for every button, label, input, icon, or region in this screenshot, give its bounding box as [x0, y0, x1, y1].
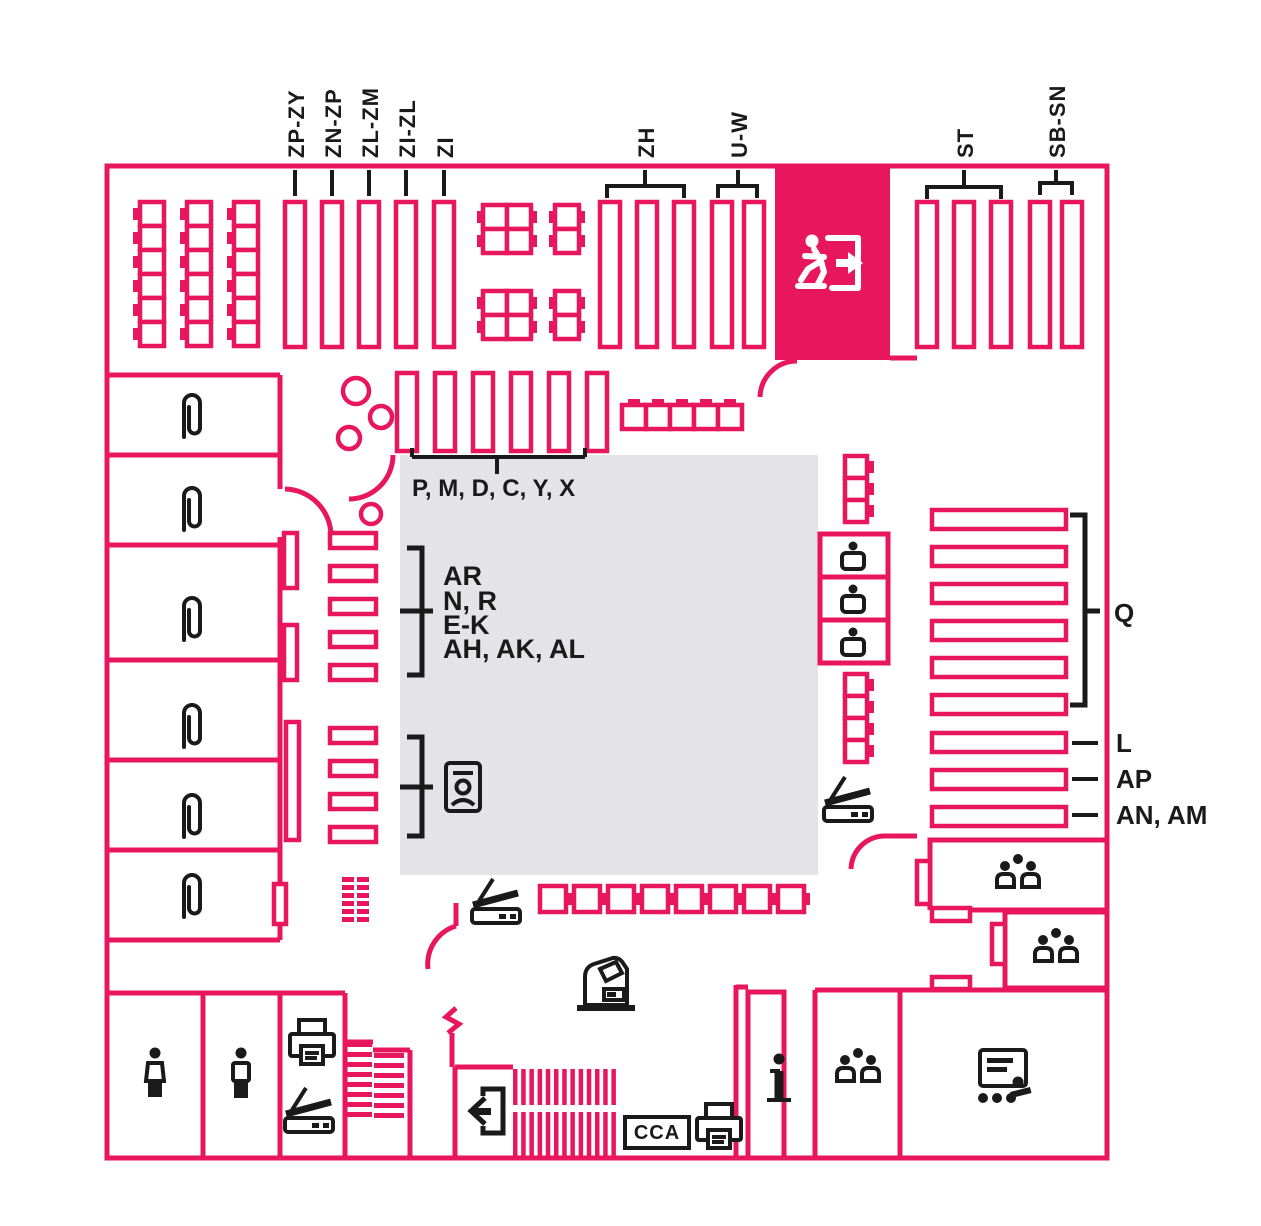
stack-label-ar: AR	[443, 561, 482, 591]
study-person-icon	[840, 625, 866, 657]
front-shelf-row: P, M, D, C, Y, X	[394, 370, 610, 502]
copy-station: CCA	[623, 1102, 743, 1150]
stack-label-ah-ak-al: AH, AK, AL	[443, 634, 585, 664]
shelf-label-sb-sn: SB-SN	[1045, 85, 1070, 158]
top-shelf-labels: ZP-ZY ZN-ZP ZL-ZM ZI-ZL ZI ZH U-W ST SB-…	[284, 85, 1070, 158]
paperclip-icon	[182, 793, 202, 839]
scanner-icon	[824, 777, 872, 821]
exit-box	[775, 165, 890, 360]
round-tables	[335, 375, 396, 527]
study-person-icon	[840, 539, 866, 571]
shelf-label-ap: AP	[1116, 764, 1152, 794]
shelf-label-zp-zy: ZP-ZY	[284, 89, 309, 158]
shelf-label-zi: ZI	[433, 136, 458, 158]
shelf-label-zn-zp: ZN-ZP	[321, 88, 346, 158]
shelf-label-zi-zl: ZI-ZL	[395, 99, 420, 158]
stairs-icon	[345, 1042, 404, 1118]
single-study-rooms	[817, 531, 891, 666]
corridor-shelves-left	[281, 530, 379, 845]
study-room-paperclips	[182, 393, 202, 919]
paperclip-icon	[182, 393, 202, 439]
central-stack-zone	[400, 455, 818, 875]
shelf-label-q: Q	[1114, 598, 1134, 628]
shelf-label-an-am: AN, AM	[1116, 800, 1207, 830]
scanner-icon	[472, 879, 520, 923]
group-tables-top	[477, 205, 585, 339]
front-shelf-group-label: P, M, D, C, Y, X	[412, 475, 575, 502]
paperclip-icon	[182, 703, 202, 749]
emergency-exit-area	[775, 165, 890, 360]
shelf-label-st: ST	[953, 128, 978, 158]
stairs-hatch-small	[342, 877, 369, 922]
entrance-arrow-icon	[471, 1089, 503, 1133]
label-connectors	[293, 170, 1074, 199]
shelf-label-zl-zm: ZL-ZM	[358, 87, 383, 158]
shelf-label-zh: ZH	[634, 127, 659, 158]
printer-icon	[288, 1018, 336, 1066]
group-room-icon	[995, 852, 1041, 889]
shelf-label-u-w: U-W	[727, 111, 752, 158]
right-shelf-labels: Q L AP AN, AM	[1070, 512, 1207, 830]
study-carrel-columns	[133, 202, 258, 346]
paperclip-icon	[182, 873, 202, 919]
carrel-row-bottom	[540, 886, 810, 912]
right-shelving-units	[929, 507, 1069, 829]
stack-label-n-r: N, R	[443, 586, 497, 616]
photocopier-icon	[575, 955, 637, 1013]
stack-label-e-k: E-K	[443, 610, 490, 640]
shelf-label-l: L	[1116, 728, 1132, 758]
group-room-icon	[835, 1046, 881, 1083]
scanner-icon	[285, 1088, 333, 1132]
study-person-icon	[840, 582, 866, 614]
entrance-treads	[513, 1069, 616, 1158]
presentation-room-icon	[976, 1048, 1034, 1105]
copy-station-label: CCA	[634, 1122, 680, 1144]
toilet-person-icon	[231, 1045, 251, 1098]
group-room-icon	[1033, 926, 1079, 963]
info-point	[767, 1053, 791, 1102]
interior-walls	[107, 355, 1107, 1158]
top-shelving-units	[282, 199, 1085, 350]
table-row-center	[622, 399, 742, 429]
paperclip-icon	[182, 596, 202, 642]
toilet-person-icon	[144, 1045, 166, 1097]
center-stack-labels: AR N, R E-K AH, AK, AL	[400, 545, 585, 678]
paperclip-icon	[182, 486, 202, 532]
id-card-station	[400, 734, 482, 839]
